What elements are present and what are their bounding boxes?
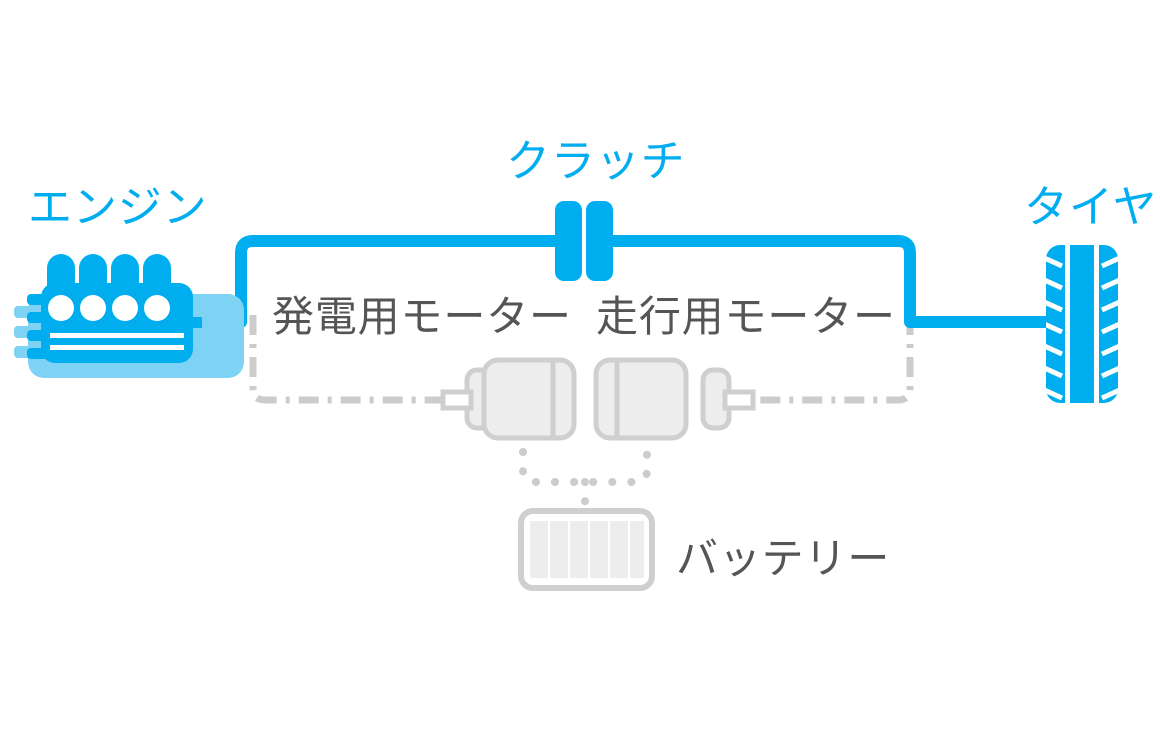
drive-motor-body <box>593 357 689 441</box>
drive-motor-shaft <box>722 389 756 411</box>
tire-body <box>1046 245 1118 403</box>
clutch-icon <box>555 201 613 281</box>
engine-pistons <box>48 295 170 321</box>
engine-label: エンジン <box>28 183 208 232</box>
tire-icon <box>1046 245 1118 403</box>
motors-to-battery-dotted-link <box>519 448 651 510</box>
clutch-plate-left <box>555 201 582 281</box>
battery-label: バッテリー <box>676 535 891 582</box>
engine-block <box>41 283 193 363</box>
engine-to-clutch-line <box>190 235 560 328</box>
drive-motor-label: 走行用モーター <box>596 293 896 340</box>
generator-motor-body <box>481 357 577 441</box>
dash-dot-left-segment <box>249 315 460 404</box>
engine-cylinder-caps <box>47 254 171 288</box>
generator-motor-label: 発電用モーター <box>272 293 572 340</box>
dash-dot-right-segment <box>718 315 914 404</box>
motors-mechanical-link <box>249 315 914 404</box>
clutch-label: クラッチ <box>506 137 686 186</box>
generator-motor-shaft <box>440 389 474 411</box>
drive-motor-icon <box>593 357 756 441</box>
engine-fins <box>27 294 47 359</box>
tire-label: タイヤ <box>1024 183 1158 232</box>
battery-cells <box>530 521 644 578</box>
engine-output-shaft <box>190 317 202 328</box>
engine-pan-lines <box>50 333 184 350</box>
blue-drivetrain-path <box>190 235 1046 328</box>
engine-icon <box>14 254 244 378</box>
generator-motor-icon <box>440 357 577 441</box>
dotted-arc-between-motors <box>519 448 651 486</box>
battery-icon <box>518 508 655 591</box>
clutch-to-tire-line <box>612 235 1046 328</box>
clutch-plate-right <box>586 201 613 281</box>
